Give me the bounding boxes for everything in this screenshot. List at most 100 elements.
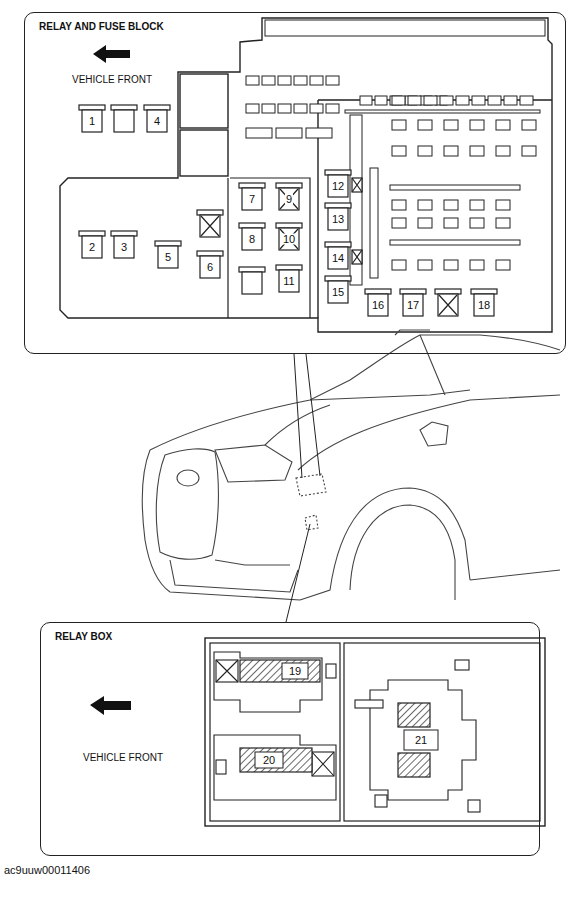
- callout-number: 16: [371, 300, 385, 311]
- fuse: [246, 104, 259, 113]
- fuse: [444, 260, 458, 270]
- callout-number: 12: [331, 181, 345, 192]
- panel-heading: RELAY BOX: [55, 631, 112, 642]
- fuse: [444, 146, 458, 156]
- fuse: [306, 128, 332, 138]
- callout-number: 8: [248, 234, 256, 245]
- callout-number: 20: [262, 755, 276, 766]
- block-section-line: [318, 100, 552, 318]
- fuse: [352, 178, 362, 192]
- fuse: [262, 104, 275, 113]
- fuse: [496, 218, 510, 228]
- callout-number: 2: [88, 242, 96, 253]
- panel-heading: RELAY AND FUSE BLOCK: [39, 21, 164, 32]
- front-arrow: [90, 696, 131, 715]
- relay-cover: [255, 663, 438, 768]
- hatched-relay: [240, 660, 430, 777]
- fuse: [496, 146, 510, 156]
- direction-label: VEHICLE FRONT: [83, 753, 163, 763]
- fuse: [246, 128, 272, 138]
- callout-number: 17: [406, 300, 420, 311]
- fuse: [522, 146, 536, 156]
- fuse: [522, 120, 536, 130]
- callout-number: 10: [282, 234, 296, 245]
- fuse: [470, 218, 484, 228]
- callout-number: 5: [164, 252, 172, 263]
- fuse: [326, 104, 339, 113]
- fuse: [418, 200, 432, 210]
- fuse: [246, 76, 259, 85]
- relay: [325, 242, 351, 269]
- fuse: [360, 96, 372, 105]
- relay: [325, 276, 351, 303]
- relay: [197, 210, 223, 237]
- fuse: [392, 260, 406, 270]
- fuse: [496, 120, 510, 130]
- relay-box-detail: [214, 652, 480, 812]
- relay: [111, 231, 137, 258]
- fuse: [418, 260, 432, 270]
- callout-number: 15: [331, 287, 345, 298]
- relay: [325, 203, 351, 230]
- fuse: [276, 128, 302, 138]
- relay: [276, 223, 302, 250]
- vehicle-illustration: [142, 330, 560, 600]
- block-section-line: [228, 178, 310, 318]
- main-fuse: [180, 74, 228, 128]
- fuse: [262, 76, 275, 85]
- callout-number: 3: [120, 242, 128, 253]
- relay: [239, 183, 265, 210]
- fuse: [520, 96, 533, 105]
- fuse: [392, 218, 406, 228]
- relay: [239, 223, 265, 250]
- fuse: [294, 76, 307, 85]
- callout-number: 1: [88, 116, 96, 127]
- fuse: [472, 96, 485, 105]
- relay-box-section: [344, 643, 540, 821]
- relay: [79, 105, 105, 132]
- fuse: [470, 146, 484, 156]
- fuse: [408, 96, 421, 105]
- fuse: [470, 200, 484, 210]
- fuse: [310, 76, 323, 85]
- fuse: [392, 146, 406, 156]
- relay: [239, 267, 265, 294]
- relay: [325, 170, 351, 197]
- callout-number: 13: [331, 214, 345, 225]
- fuse: [444, 218, 458, 228]
- callout-number: 9: [285, 194, 293, 205]
- callout-number: 7: [248, 194, 256, 205]
- callout-number: 19: [288, 666, 302, 677]
- callout-number: 21: [414, 735, 428, 746]
- fuse: [310, 104, 323, 113]
- fuse-rail: [370, 168, 378, 278]
- fuse: [456, 96, 469, 105]
- callout-number: 6: [206, 262, 214, 273]
- relay: [111, 105, 137, 132]
- fuse: [418, 218, 432, 228]
- fuse: [440, 96, 453, 105]
- fuse: [424, 96, 437, 105]
- direction-label: VEHICLE FRONT: [72, 75, 152, 85]
- fuse: [418, 120, 432, 130]
- front-arrow: [93, 45, 130, 63]
- callout-number: 11: [282, 276, 295, 287]
- fuse: [418, 146, 432, 156]
- relay: [471, 289, 497, 316]
- fuse: [375, 96, 387, 105]
- fuse: [488, 96, 501, 105]
- fuse: [444, 120, 458, 130]
- fuse-rail: [390, 185, 520, 190]
- relay: [365, 289, 391, 316]
- leader-line: [286, 354, 320, 622]
- fuse: [496, 260, 510, 270]
- fuse: [470, 260, 484, 270]
- relay: [276, 183, 302, 210]
- relay: [400, 289, 426, 316]
- fuse: [294, 104, 307, 113]
- fuse: [278, 76, 291, 85]
- relay-box-section: [210, 643, 340, 821]
- fuse: [326, 76, 339, 85]
- relay: [79, 231, 105, 258]
